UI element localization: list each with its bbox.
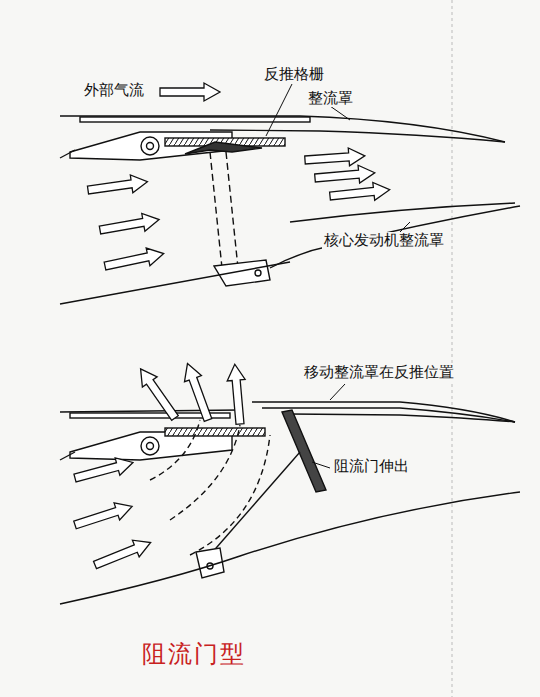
external-flow-arrow [160,83,220,101]
part-label: 阻流门伸出 [332,458,411,475]
part-label: 移动整流罩在反推位置 [302,364,456,381]
stowed-reverser [60,83,520,304]
deployed-reverser [60,361,520,604]
part-label: 整流罩 [306,90,355,107]
flow-label: 外部气流 [82,82,146,99]
part-label: 反推格栅 [262,66,326,83]
caption: 阻流门型 [142,638,246,670]
part-label: 核心发动机整流罩 [322,232,446,249]
